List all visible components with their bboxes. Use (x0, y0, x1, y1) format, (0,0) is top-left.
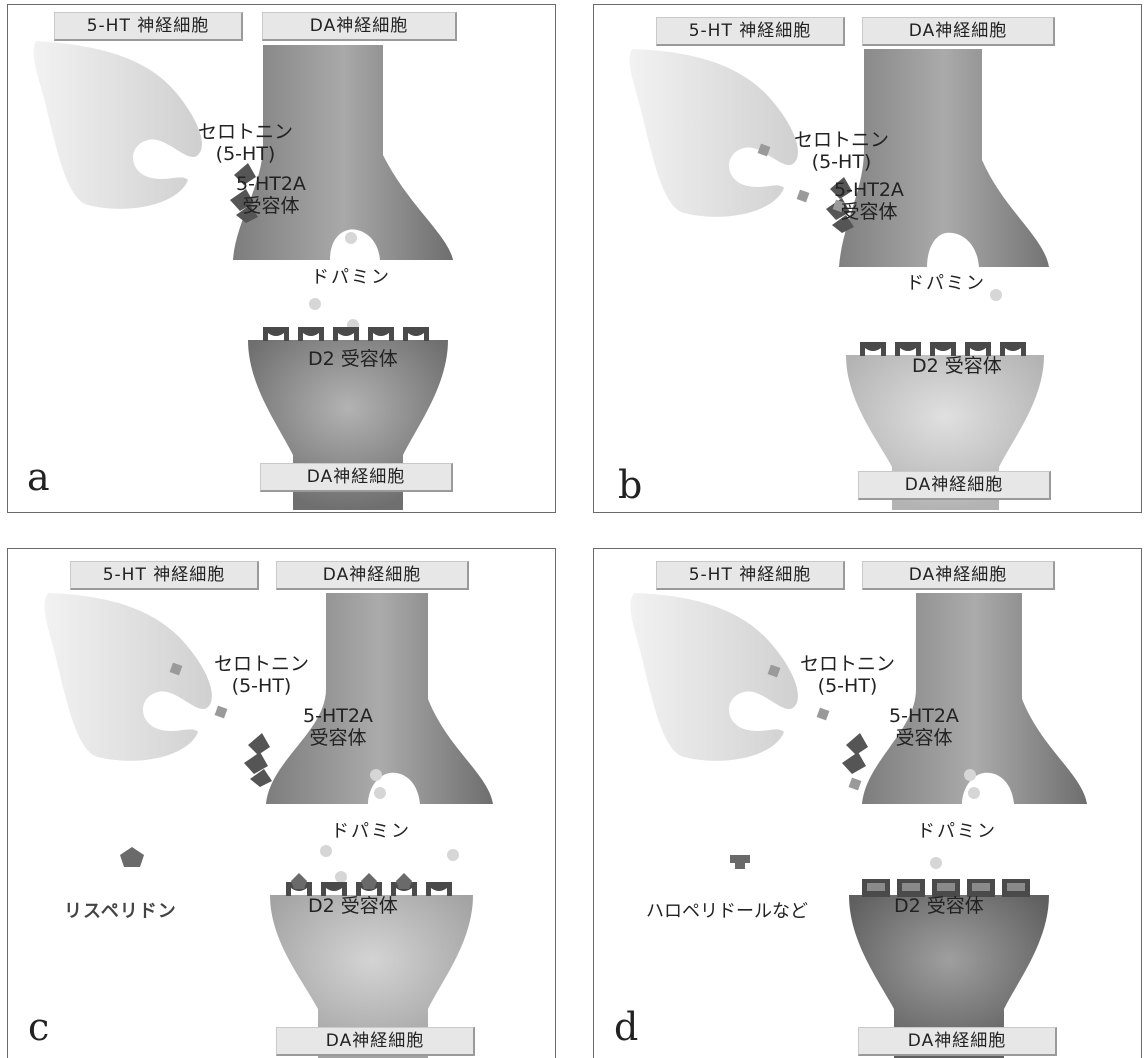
dopamine-label: ドパミン (331, 821, 411, 843)
5ht-neuron (631, 593, 798, 761)
label-da-neuron-bottom: DA神経細胞 (260, 463, 453, 492)
serotonin-abbr: (5-HT) (800, 675, 895, 697)
label-5ht-neuron: 5-HT 神経細胞 (54, 12, 243, 41)
dopamine-label: ドパミン (917, 821, 997, 843)
label-da-neuron-top: DA神経細胞 (862, 561, 1055, 590)
dopamine-label: ドパミン (906, 273, 986, 295)
label-da-neuron-bottom: DA神経細胞 (858, 471, 1051, 500)
5ht2a-sub: 受容体 (236, 195, 306, 217)
serotonin-abbr: (5-HT) (794, 151, 889, 173)
haloperidol-icon (730, 855, 750, 869)
d2-receptor-label: D2 受容体 (308, 348, 398, 370)
5ht-neuron (34, 41, 202, 209)
5ht2a-receptors (244, 733, 272, 787)
panel-a-diagram (8, 5, 555, 512)
label-5ht-neuron: 5-HT 神経細胞 (656, 561, 845, 590)
serotonin-abbr: (5-HT) (214, 675, 309, 697)
d2-receptor-label: D2 受容体 (308, 895, 398, 917)
panel-letter: a (27, 455, 50, 499)
haloperidol-on-receptors (867, 883, 1025, 891)
5ht-neuron (630, 49, 798, 217)
panel-letter: c (28, 1005, 49, 1049)
serotonin-text: セロトニン (214, 653, 309, 675)
5ht2a-text: 5-HT2A (303, 705, 373, 727)
d2-receptors (860, 342, 1026, 356)
label-da-neuron-top: DA神経細胞 (262, 12, 457, 41)
label-5ht-neuron: 5-HT 神経細胞 (656, 17, 845, 46)
serotonin-label: セロトニン(5-HT) (198, 121, 293, 165)
5ht2a-text: 5-HT2A (834, 179, 904, 201)
dopamine-label: ドパミン (311, 267, 391, 289)
serotonin-text: セロトニン (794, 129, 889, 151)
d2-receptor-label: D2 受容体 (912, 355, 1002, 377)
label-da-neuron-bottom: DA神経細胞 (858, 1027, 1057, 1056)
serotonin-label: セロトニン(5-HT) (214, 653, 309, 697)
panel-b-diagram (594, 5, 1141, 512)
panel-c-diagram (8, 549, 555, 1058)
serotonin-abbr: (5-HT) (198, 143, 293, 165)
d2-receptor-label: D2 受容体 (894, 895, 984, 917)
dopamine-molecules (990, 289, 1002, 301)
panel-letter: d (614, 1005, 638, 1049)
drug-label-haloperidol: ハロペリドールなど (646, 897, 808, 923)
label-5ht-neuron: 5-HT 神経細胞 (70, 561, 259, 590)
drug-label-risperidone: リスペリドン (64, 897, 177, 923)
5ht2a-text: 5-HT2A (889, 705, 959, 727)
5ht2a-text: 5-HT2A (236, 173, 306, 195)
serotonin-label: セロトニン(5-HT) (800, 653, 895, 697)
5ht2a-sub: 受容体 (303, 727, 373, 749)
serotonin-label: セロトニン(5-HT) (794, 129, 889, 173)
5ht2a-sub: 受容体 (834, 201, 904, 223)
5ht2a-sub: 受容体 (889, 727, 959, 749)
serotonin-text: セロトニン (198, 121, 293, 143)
risperidone-icon (120, 847, 144, 867)
label-da-neuron-bottom: DA神経細胞 (276, 1027, 475, 1056)
panel-letter: b (618, 463, 642, 507)
d2-receptors (263, 327, 429, 341)
panel-d-diagram (594, 549, 1141, 1058)
5ht2a-receptors (842, 733, 868, 774)
5ht-neuron (45, 593, 212, 761)
label-da-neuron-top: DA神経細胞 (276, 561, 469, 590)
label-da-neuron-top: DA神経細胞 (862, 17, 1055, 46)
serotonin-text: セロトニン (800, 653, 895, 675)
